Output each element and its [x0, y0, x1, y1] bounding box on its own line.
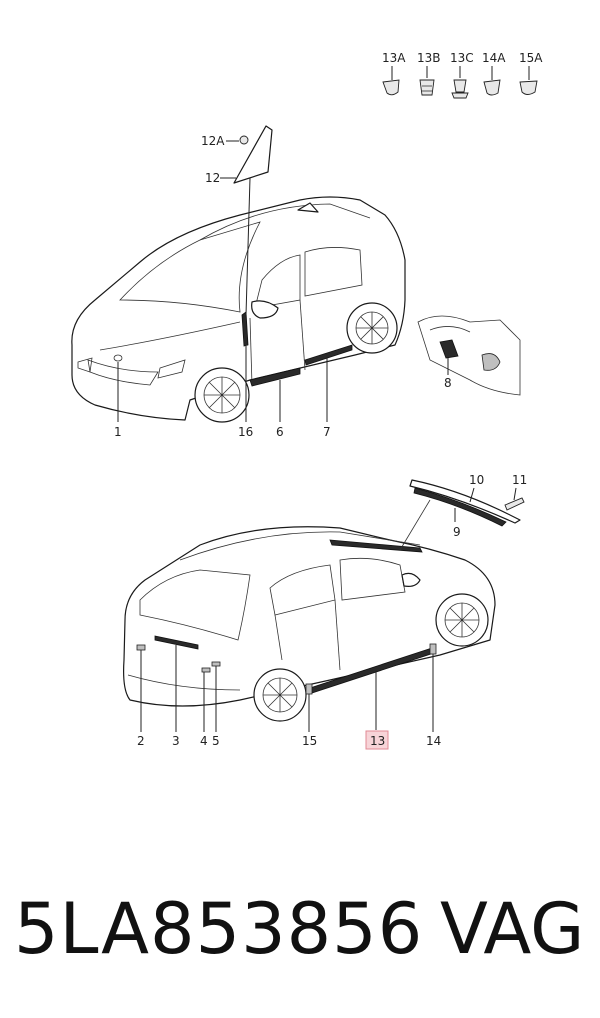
clip-13C: 13C [450, 51, 474, 99]
callout-8: 8 [444, 376, 452, 390]
callout-5: 5 [212, 734, 220, 748]
upper-callouts: 1 16 6 7 [114, 346, 331, 439]
car-rear-view [123, 526, 496, 722]
mirror-triangle-cover: 12A 12 [201, 125, 273, 316]
car-front-view [71, 196, 406, 423]
clip-13B: 13B [417, 51, 441, 96]
highlight-box-13 [365, 730, 389, 750]
callout-10: 10 [469, 473, 484, 487]
brand-name: VAG [440, 888, 585, 970]
part-number: 5LA853856 [14, 888, 424, 970]
lower-callouts: 2 3 4 5 15 13 14 [137, 645, 441, 750]
callout-13C: 13C [450, 51, 474, 65]
detail-clip-8: 8 [417, 315, 521, 396]
callout-15: 15 [302, 734, 317, 748]
callout-1: 1 [114, 425, 122, 439]
callout-14: 14 [426, 734, 441, 748]
callout-13B: 13B [417, 51, 441, 65]
callout-11: 11 [512, 473, 527, 487]
callout-4: 4 [200, 734, 208, 748]
callout-12: 12 [205, 171, 220, 185]
clip-14A: 14A [482, 51, 506, 96]
callout-9: 9 [453, 525, 461, 539]
clip-15A: 15A [519, 51, 543, 95]
clip-13A: 13A [382, 51, 406, 96]
callout-2: 2 [137, 734, 145, 748]
callout-13A: 13A [382, 51, 406, 65]
callout-7: 7 [323, 425, 331, 439]
callout-12A: 12A [201, 134, 225, 148]
roof-trim-detail: 10 11 9 [399, 473, 527, 551]
callout-15A: 15A [519, 51, 543, 65]
callout-3: 3 [172, 734, 180, 748]
callout-16: 16 [238, 425, 253, 439]
callout-13: 13 [370, 734, 385, 748]
callout-14A: 14A [482, 51, 506, 65]
callout-6: 6 [276, 425, 284, 439]
